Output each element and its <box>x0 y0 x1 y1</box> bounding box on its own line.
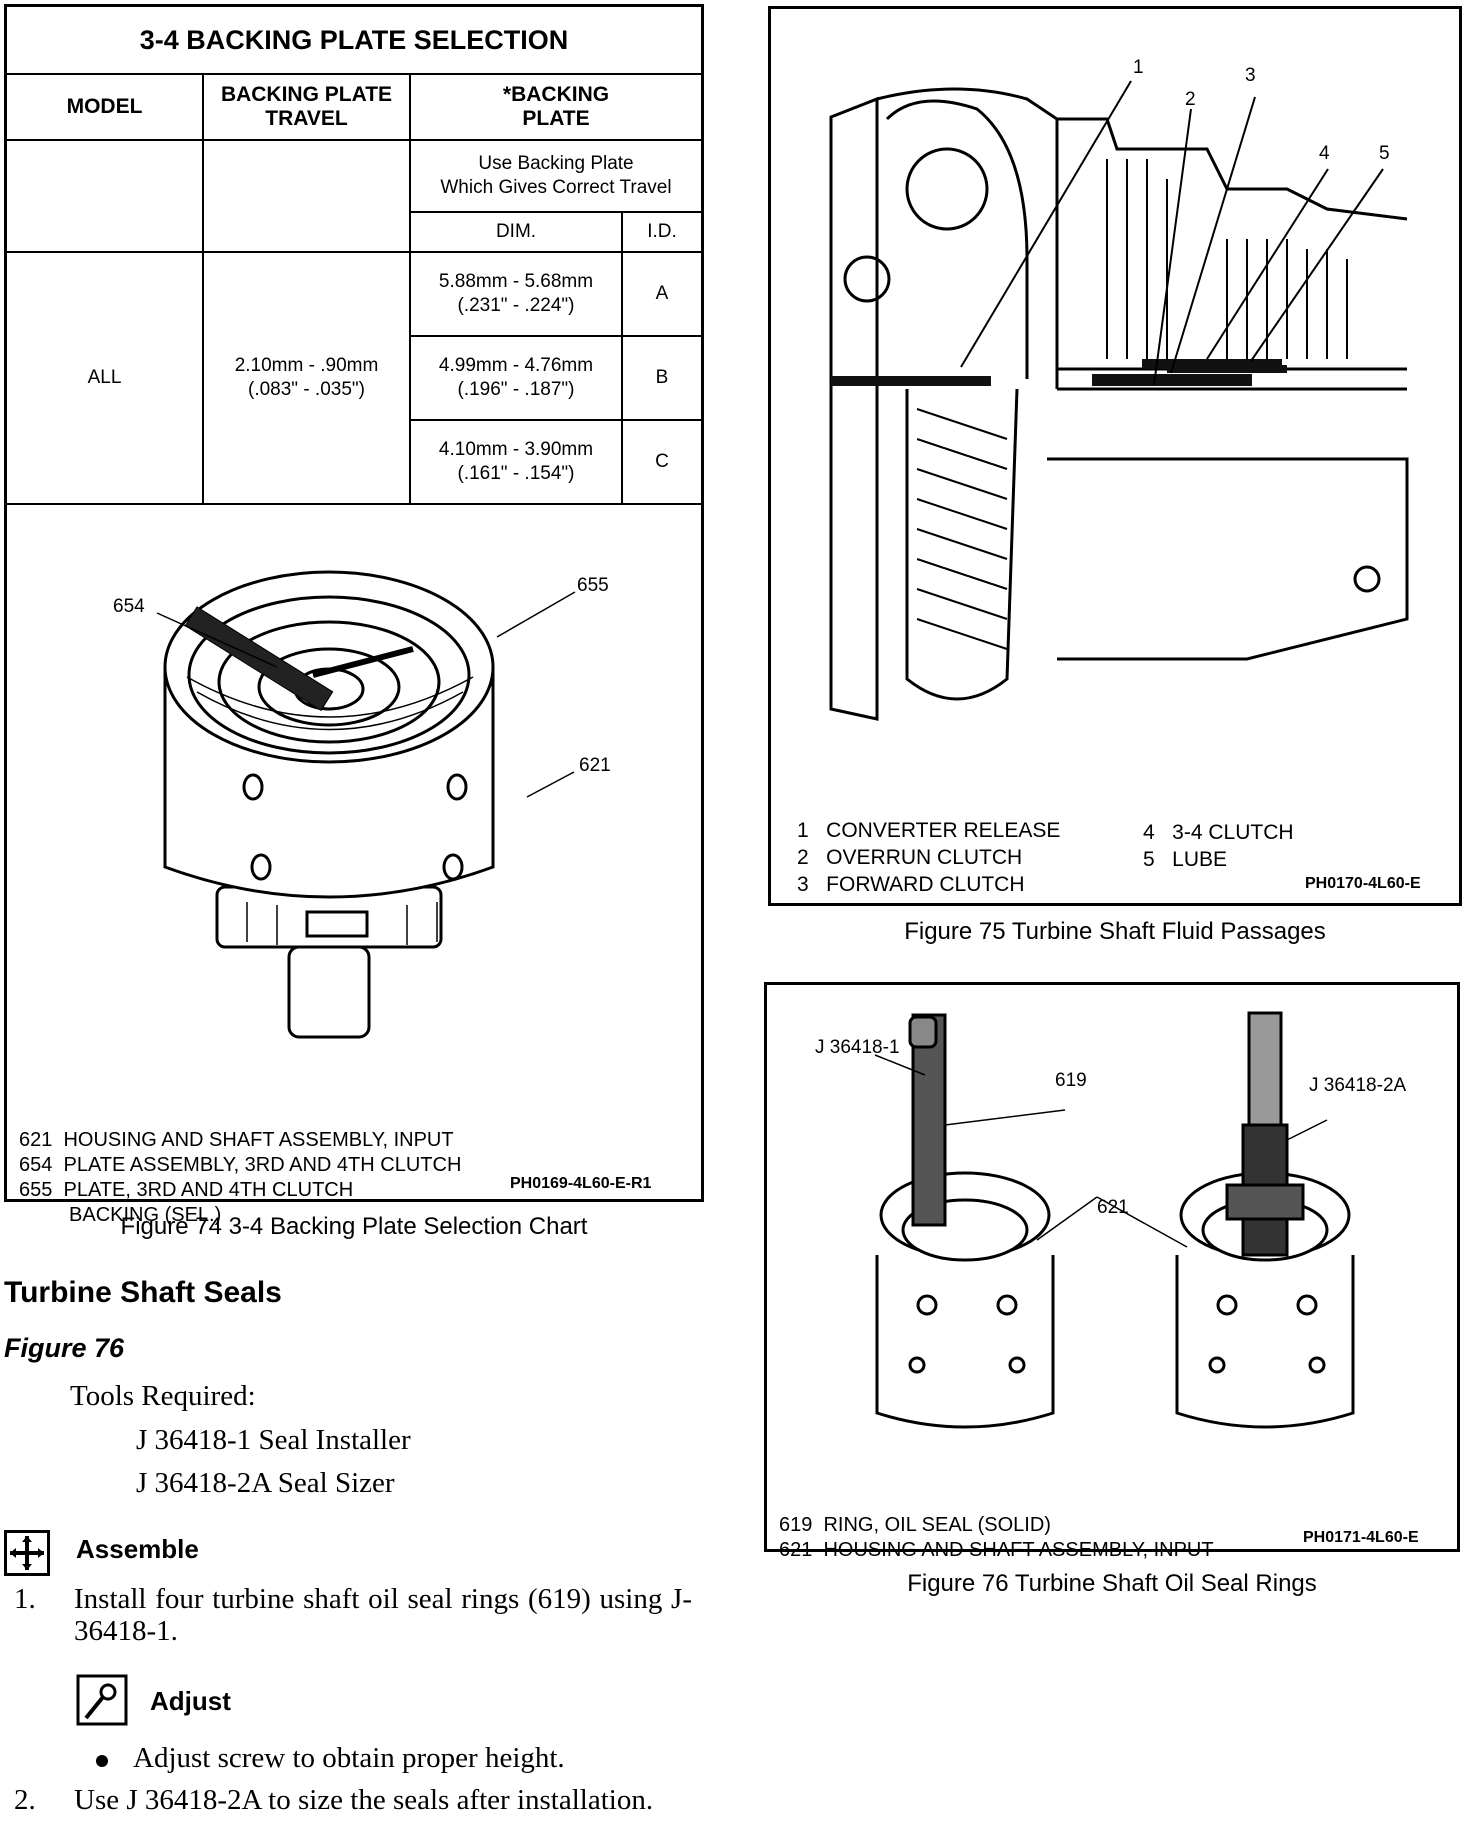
callout-4: 4 <box>1319 143 1330 164</box>
id-value: B <box>621 335 701 421</box>
travel-spacer <box>202 139 411 253</box>
callout-j36418-1: J 36418-1 <box>815 1037 900 1058</box>
section-title: Turbine Shaft Seals <box>4 1276 282 1309</box>
step-1-number: 1. <box>14 1583 36 1615</box>
figure-76-frame: J 36418-1 619 621 J 36418-2A 619 RING, O… <box>764 982 1460 1561</box>
figure-76-legend: 619 RING, OIL SEAL (SOLID)621 HOUSING AN… <box>779 1514 1214 1561</box>
step-2-number: 2. <box>14 1784 36 1816</box>
adjust-icon <box>76 1674 128 1726</box>
figure-75-caption: Figure 75 Turbine Shaft Fluid Passages <box>904 918 1326 945</box>
clutch-housing-illustration <box>163 570 495 1039</box>
assemble-heading: Assemble <box>76 1534 199 1564</box>
header-model: MODEL <box>7 73 204 141</box>
adjust-heading: Adjust <box>150 1686 231 1716</box>
header-id: I.D. <box>621 211 701 253</box>
callout-1: 1 <box>1133 57 1144 78</box>
transmission-cross-section <box>829 87 1409 721</box>
callout-j36418-2a: J 36418-2A <box>1309 1075 1407 1096</box>
model-spacer <box>7 139 204 253</box>
dim-value: 4.10mm - 3.90mm(.161" - .154") <box>410 419 623 505</box>
figure-74-code: PH0169-4L60-E-R1 <box>510 1175 652 1192</box>
assemble-icon <box>4 1530 50 1576</box>
callout-3: 3 <box>1245 65 1256 86</box>
figure-75-code: PH0170-4L60-E <box>1305 875 1421 892</box>
model-value: ALL <box>7 251 204 505</box>
header-dim: DIM. <box>410 211 623 253</box>
figure-reference: Figure 76 <box>4 1333 125 1363</box>
tool-item: J 36418-2A Seal Sizer <box>136 1467 395 1499</box>
id-value: A <box>621 251 701 337</box>
step-1-text: Install four turbine shaft oil seal ring… <box>74 1583 692 1647</box>
callout-621: 621 <box>1097 1197 1129 1218</box>
callout-2: 2 <box>1185 89 1196 110</box>
callout-leaders <box>156 591 576 798</box>
step-2-text: Use J 36418-2A to size the seals after i… <box>74 1784 654 1816</box>
seal-tools-illustration <box>874 1011 1355 1429</box>
bullet-icon <box>96 1755 108 1767</box>
figure-76-caption: Figure 76 Turbine Shaft Oil Seal Rings <box>907 1570 1317 1597</box>
dim-value: 5.88mm - 5.68mm(.231" - .224") <box>409 251 623 337</box>
callout-5: 5 <box>1379 143 1390 164</box>
tools-label: Tools Required: <box>70 1380 256 1412</box>
travel-value: 2.10mm - .90mm(.083" - .035") <box>202 251 411 505</box>
callout-619: 619 <box>1055 1070 1087 1091</box>
backing-plate-table: 3-4 BACKING PLATE SELECTION MODEL BACKIN… <box>7 7 701 505</box>
figure-74-caption: Figure 74 3-4 Backing Plate Selection Ch… <box>120 1213 588 1240</box>
adjust-bullet-text: Adjust screw to obtain proper height. <box>133 1742 565 1774</box>
id-value: C <box>621 419 701 505</box>
figure-74-frame: 3-4 BACKING PLATE SELECTION MODEL BACKIN… <box>4 4 704 1226</box>
flow-arrows <box>960 80 1384 386</box>
callout-621: 621 <box>579 755 611 776</box>
callout-654: 654 <box>113 596 145 617</box>
table-title: 3-4 BACKING PLATE SELECTION <box>7 7 701 75</box>
dim-value: 4.99mm - 4.76mm(.196" - .187") <box>410 335 623 421</box>
tool-item: J 36418-1 Seal Installer <box>136 1424 411 1456</box>
figure-76-code: PH0171-4L60-E <box>1303 1529 1419 1546</box>
callout-655: 655 <box>577 575 609 596</box>
